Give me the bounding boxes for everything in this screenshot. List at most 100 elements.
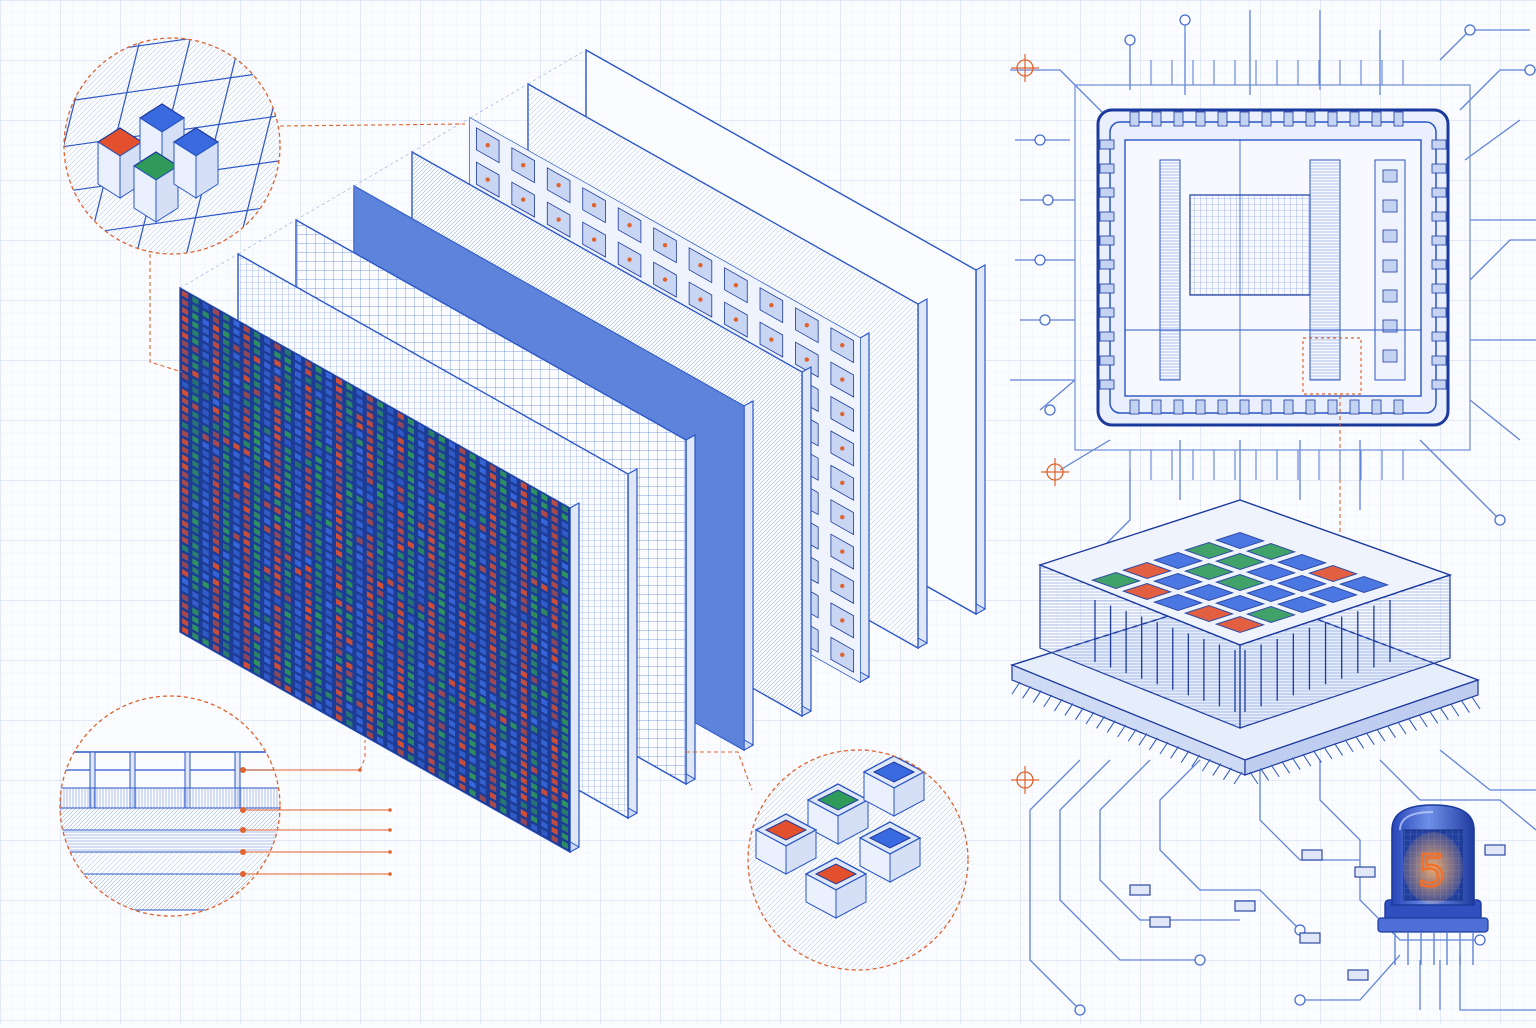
bond-pad-bottom (1173, 399, 1184, 415)
rgb-subpixel (418, 521, 425, 531)
rgb-subpixel (284, 348, 291, 358)
rgb-subpixel (253, 494, 261, 504)
rgb-subpixel (387, 422, 394, 432)
rgb-subpixel (541, 697, 548, 707)
rgb-subpixel (305, 359, 312, 369)
rgb-subpixel (479, 638, 486, 648)
rgb-subpixel (479, 794, 486, 803)
rgb-subpixel (561, 742, 568, 751)
package-pin (1461, 700, 1470, 713)
rgb-subpixel (253, 461, 261, 471)
rgb-subpixel (469, 493, 476, 503)
rgb-subpixel (305, 490, 312, 500)
rgb-subpixel (253, 412, 261, 422)
rgb-subpixel (561, 643, 568, 653)
rgb-subpixel (500, 486, 507, 496)
rgb-subpixel (212, 422, 219, 432)
trace-pad (1044, 404, 1056, 416)
package-pin (1096, 716, 1105, 729)
rgb-subpixel (500, 519, 507, 528)
rgb-subpixel (264, 508, 271, 518)
rgb-subpixel (418, 636, 425, 646)
package-pin (1053, 698, 1063, 712)
rgb-subpixel (253, 666, 261, 676)
construction-line (295, 185, 355, 221)
rgb-subpixel (377, 670, 384, 680)
rgb-subpixel (479, 581, 486, 590)
led-cell-dot (840, 515, 845, 520)
rgb-subpixel (407, 507, 414, 517)
rgb-subpixel (315, 422, 322, 432)
rgb-subpixel (438, 590, 445, 600)
rgb-subpixel (541, 607, 548, 617)
rgb-subpixel (294, 567, 302, 576)
rgb-subpixel (294, 403, 302, 413)
rgb-subpixel (469, 616, 476, 626)
rgb-subpixel (366, 533, 373, 543)
rgb-subpixel (428, 601, 435, 611)
package-die-tile (1152, 551, 1204, 570)
rgb-subpixel (418, 464, 425, 474)
rgb-subpixel (459, 725, 466, 734)
rgb-subpixel (233, 335, 240, 345)
rgb-subpixel (459, 643, 466, 653)
rgb-subpixel (561, 824, 568, 833)
die-bus-left (1159, 159, 1181, 381)
rgb-subpixel (438, 648, 445, 657)
rgb-subpixel (531, 577, 538, 587)
section-stratum (60, 829, 280, 853)
rgb-subpixel (325, 699, 332, 708)
die-io-cell (1382, 289, 1398, 303)
rgb-subpixel (561, 570, 568, 579)
rgb-subpixel (253, 445, 261, 455)
rgb-subpixel (315, 455, 322, 465)
rgb-subpixel (428, 625, 435, 635)
circuit-trace (1459, 69, 1536, 111)
rgb-subpixel (479, 491, 486, 500)
rgb-subpixel (531, 773, 538, 783)
rgb-subpixel (407, 679, 414, 689)
rgb-subpixel (500, 658, 507, 668)
rgb-subpixel (336, 483, 343, 493)
rgb-subpixel (377, 613, 384, 623)
rgb-subpixel (212, 602, 219, 612)
rgb-subpixel (448, 743, 456, 753)
rgb-subpixel (274, 432, 281, 442)
rgb-subpixel (397, 583, 404, 593)
package-die-tile (1245, 584, 1297, 603)
rgb-subpixel (489, 496, 497, 506)
rgb-subpixel (233, 368, 240, 378)
trace-pad (1464, 24, 1476, 36)
rgb-subpixel (212, 504, 219, 514)
rgb-subpixel (531, 552, 538, 562)
rgb-subpixel (459, 684, 466, 694)
rgb-subpixel (459, 741, 466, 751)
rgb-subpixel (500, 781, 507, 790)
rgb-subpixel (366, 574, 373, 584)
rgb-subpixel (428, 666, 435, 676)
rgb-subpixel (479, 605, 486, 615)
rgb-subpixel (510, 786, 517, 796)
rgb-subpixel (346, 595, 353, 605)
rgb-subpixel (366, 443, 373, 453)
package-die-tile (1152, 593, 1204, 612)
rgb-subpixel (377, 588, 384, 598)
rgb-subpixel (182, 536, 189, 545)
rgb-subpixel (500, 797, 507, 807)
rgb-subpixel (346, 538, 353, 548)
rgb-subpixel (243, 341, 250, 351)
rgb-subpixel (253, 355, 261, 365)
bond-pad-bottom (1283, 399, 1294, 415)
rgb-subpixel (397, 739, 404, 749)
rgb-subpixel (243, 439, 250, 449)
package-pin (1223, 767, 1232, 780)
rgb-subpixel (182, 519, 189, 529)
rgb-subpixel (428, 527, 435, 537)
rgb-subpixel (418, 456, 425, 466)
rgb-subpixel (377, 605, 384, 614)
rgb-subpixel (448, 465, 456, 475)
rgb-subpixel (284, 634, 291, 644)
rgb-subpixel (223, 608, 230, 618)
rgb-subpixel (531, 503, 538, 513)
rgb-subpixel (356, 675, 363, 685)
